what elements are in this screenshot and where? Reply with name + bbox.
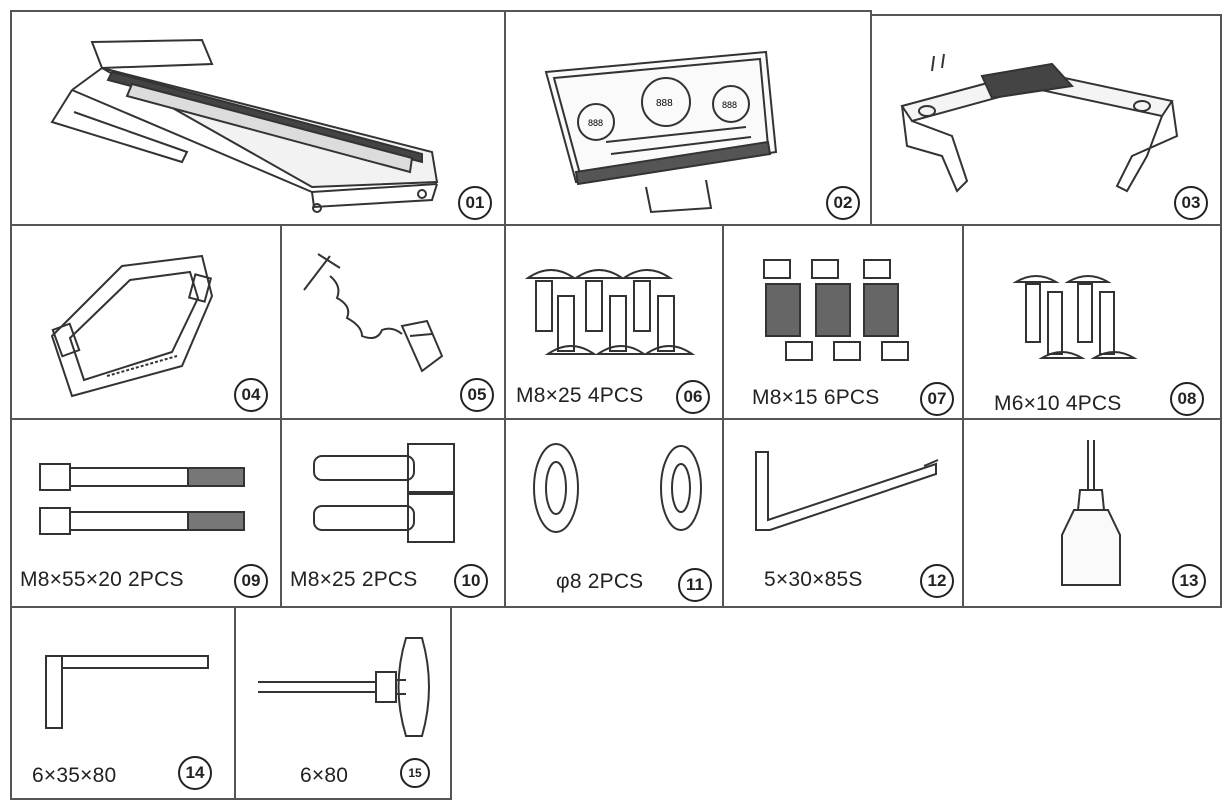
safety-key-drawing [303, 253, 444, 373]
console-digits-left: 888 [588, 118, 603, 128]
bolts-10-drawing [313, 443, 455, 543]
console-digits-right: 888 [722, 100, 737, 110]
oil-bottle-drawing [1061, 440, 1121, 586]
console-digits-center: 888 [656, 98, 673, 109]
part-number-08: 08 [1170, 382, 1204, 416]
part-number-11: 11 [678, 568, 712, 602]
part-cell-14: 6×35×80 14 [10, 606, 236, 800]
t-wrench-drawing [258, 637, 430, 737]
hex-key-12-drawing [755, 451, 939, 531]
washers-drawing [533, 443, 702, 533]
part-cell-06: M8×25 4PCS 06 [504, 224, 724, 420]
part-cell-13: 13 [962, 418, 1222, 608]
part-number-09: 09 [234, 564, 268, 598]
part-label-09: M8×55×20 2PCS [20, 568, 184, 591]
part-number-10: 10 [454, 564, 488, 598]
part-label-08: M6×10 4PCS [994, 392, 1122, 415]
part-cell-01: 01 [10, 10, 506, 226]
treadmill-drawing [50, 38, 439, 213]
handrail-frame-drawing [900, 53, 1179, 193]
part-cell-05: 05 [280, 224, 506, 420]
bolts-07-drawing [763, 259, 909, 361]
part-label-10: M8×25 2PCS [290, 568, 418, 591]
part-number-07: 07 [920, 382, 954, 416]
bolts-08-drawing [1012, 275, 1138, 359]
part-label-12: 5×30×85S [764, 568, 863, 591]
part-number-12: 12 [920, 564, 954, 598]
part-number-04: 04 [234, 378, 268, 412]
part-cell-04: 04 [10, 224, 282, 420]
part-label-15: 6×80 [300, 764, 349, 787]
part-cell-09: M8×55×20 2PCS 09 [10, 418, 282, 608]
part-cell-10: M8×25 2PCS 10 [280, 418, 506, 608]
console-drawing: 888 888 888 [544, 50, 778, 214]
part-cell-15: 6×80 15 [234, 606, 452, 800]
part-number-13: 13 [1172, 564, 1206, 598]
part-number-03: 03 [1174, 186, 1208, 220]
part-number-06: 06 [676, 380, 710, 414]
part-cell-07: M8×15 6PCS 07 [722, 224, 964, 420]
part-number-15: 15 [400, 758, 430, 788]
part-label-11: φ8 2PCS [556, 570, 644, 593]
part-cell-12: 5×30×85S 12 [722, 418, 964, 608]
part-label-06: M8×25 4PCS [516, 384, 644, 407]
part-label-14: 6×35×80 [32, 764, 117, 787]
part-number-05: 05 [460, 378, 494, 412]
part-cell-11: φ8 2PCS 11 [504, 418, 724, 608]
bolts-06-drawing [524, 269, 696, 355]
part-cell-08: M6×10 4PCS 08 [962, 224, 1222, 420]
part-number-02: 02 [826, 186, 860, 220]
part-cell-03: 03 [870, 14, 1222, 226]
part-number-14: 14 [178, 756, 212, 790]
part-number-01: 01 [458, 186, 492, 220]
part-label-07: M8×15 6PCS [752, 386, 880, 409]
bolts-09-drawing [39, 463, 245, 535]
handlebar-drawing [50, 254, 214, 398]
part-cell-02: 888 888 888 02 [504, 10, 872, 226]
hex-key-14-drawing [45, 655, 209, 729]
